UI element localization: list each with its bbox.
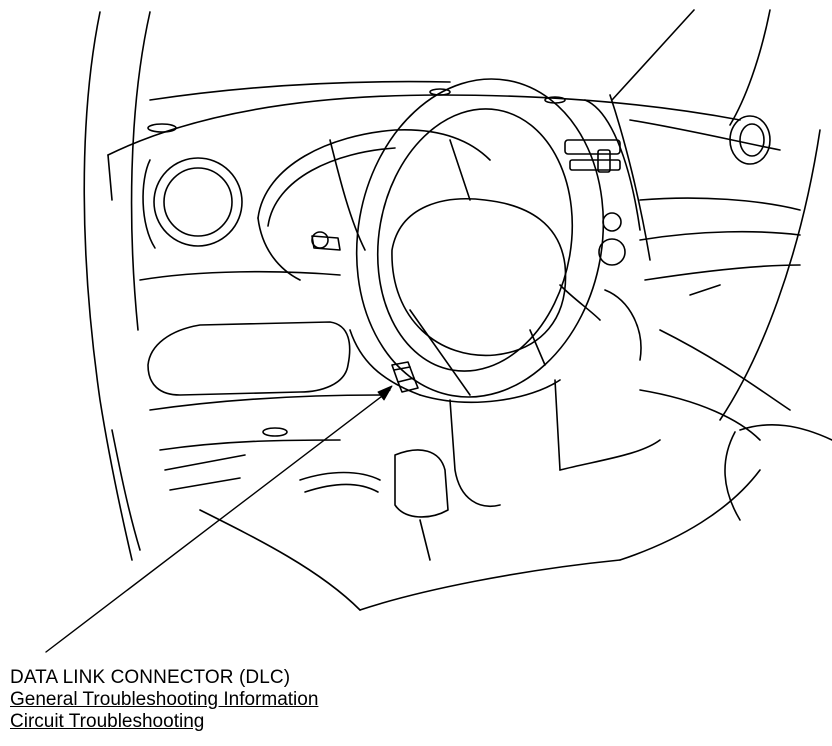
pedals-floor: [199, 449, 761, 611]
link-circuit-troubleshooting[interactable]: Circuit Troubleshooting: [10, 711, 205, 732]
a-pillar-right: [611, 9, 821, 421]
right-air-vent: [639, 115, 801, 411]
callout-arrowhead: [377, 385, 393, 401]
dlc-connector: [391, 361, 419, 393]
left-air-vent: [142, 157, 243, 249]
left-lower-panel: [139, 270, 381, 491]
callout-labels: DATA LINK CONNECTOR (DLC) General Troubl…: [10, 667, 318, 733]
callout-leader-line: [45, 389, 391, 653]
callout-title: DATA LINK CONNECTOR (DLC): [10, 667, 291, 688]
steering-column: [349, 329, 661, 507]
front-seat: [639, 389, 832, 521]
center-stack: [564, 94, 651, 361]
a-pillar-left: [83, 11, 151, 561]
instrument-cluster: [257, 128, 491, 281]
link-general-troubleshooting[interactable]: General Troubleshooting Information: [10, 689, 319, 710]
steering-wheel: [355, 78, 605, 398]
dashboard-top: [107, 80, 781, 201]
